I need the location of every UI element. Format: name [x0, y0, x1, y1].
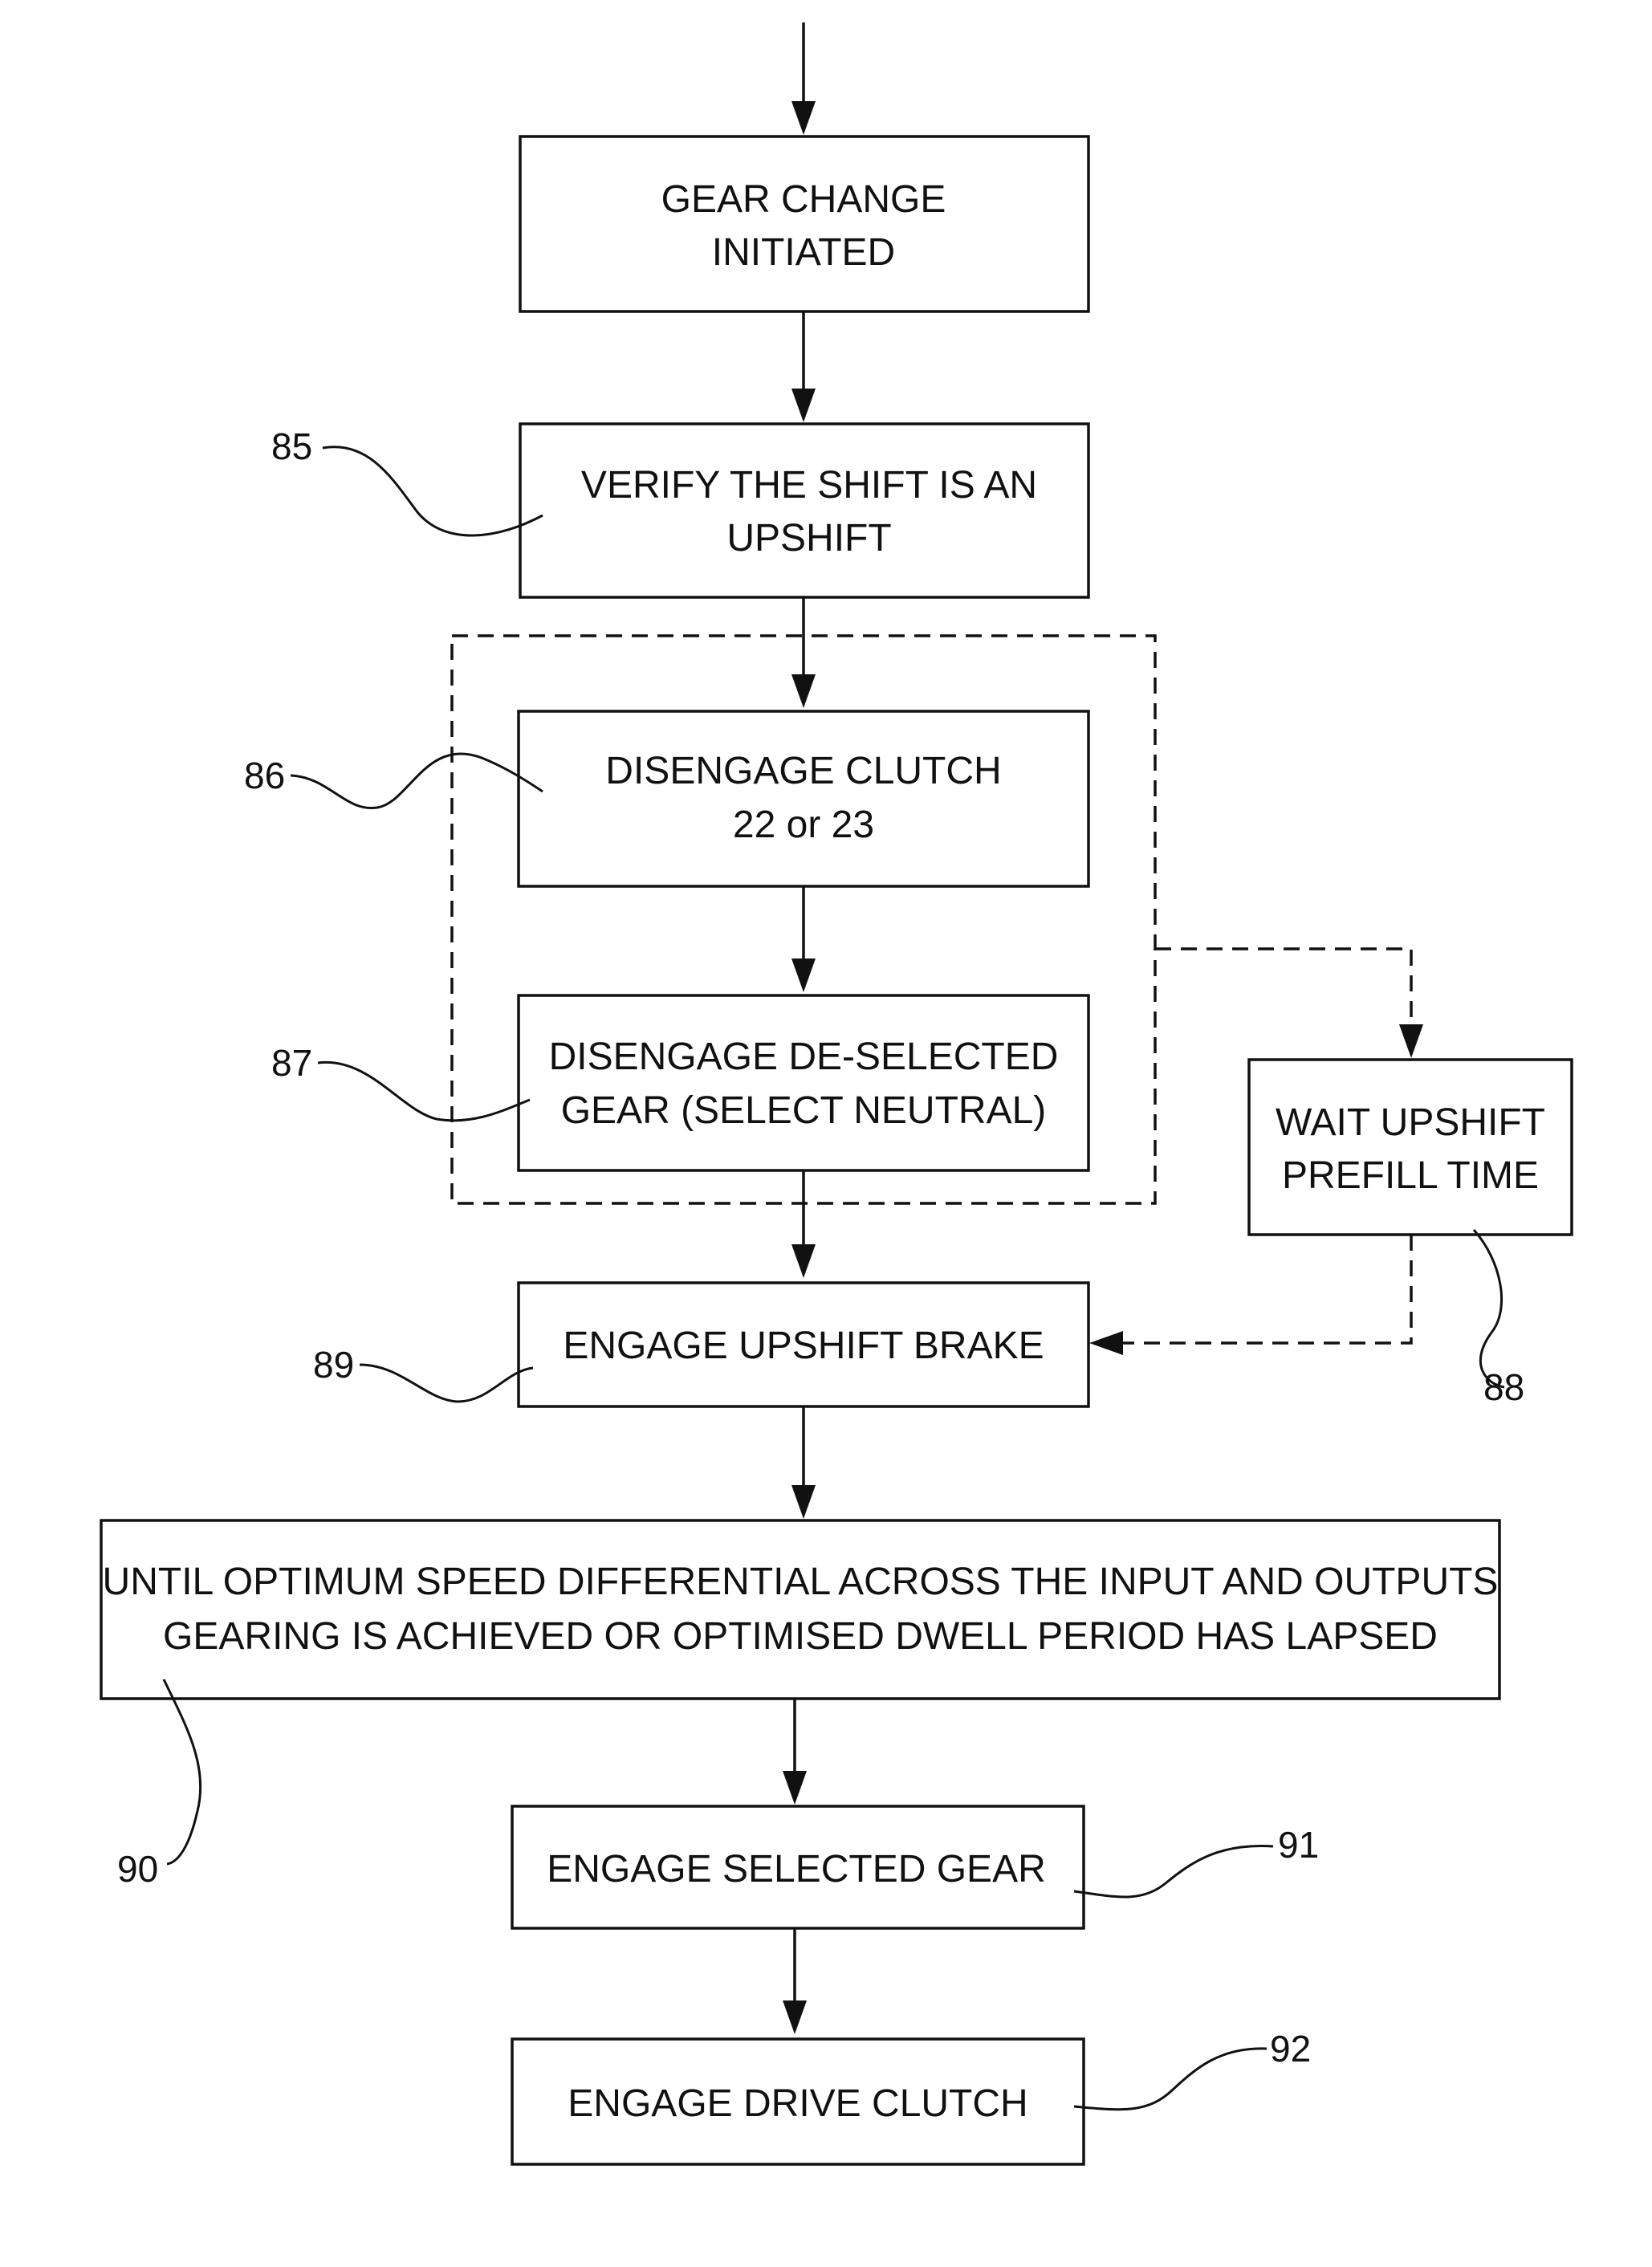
- arrow-clutch-to-gear-head: [791, 958, 816, 992]
- leader-88: [1474, 1230, 1504, 1387]
- leader-86: [291, 754, 543, 808]
- ref-88-label: 88: [1483, 1366, 1524, 1408]
- wait-to-brake-head: [1089, 1331, 1123, 1355]
- arrow-verify-to-clutch-head: [791, 674, 816, 708]
- box-verify-upshift-line-1: VERIFY THE SHIFT IS AN: [581, 464, 1037, 507]
- wait-to-brake-line: [1120, 1235, 1411, 1343]
- arrow-selected-gear-to-drive-head: [783, 2000, 807, 2034]
- box-wait-prefill: WAIT UPSHIFT PREFILL TIME: [1249, 1060, 1572, 1235]
- box-disengage-clutch-line-1: DISENGAGE CLUTCH: [605, 750, 1001, 792]
- box-engage-drive-clutch: ENGAGE DRIVE CLUTCH: [512, 2039, 1084, 2164]
- arrow-gear-change-to-verify-head: [791, 389, 816, 422]
- box-wait-prefill-line-2: PREFILL TIME: [1282, 1154, 1539, 1197]
- box-gear-change-line-2: INITIATED: [712, 231, 895, 274]
- box-disengage-gear-line-2: GEAR (SELECT NEUTRAL): [561, 1089, 1047, 1132]
- branch-to-wait-line: [1155, 949, 1411, 1026]
- leader-87: [318, 1062, 530, 1120]
- leader-92: [1074, 2049, 1267, 2110]
- box-engage-drive-clutch-line-1: ENGAGE DRIVE CLUTCH: [568, 2082, 1027, 2125]
- ref-91-label: 91: [1278, 1824, 1319, 1866]
- arrow-optimum-to-selected-gear-head: [783, 1771, 807, 1805]
- leader-91: [1074, 1846, 1273, 1897]
- box-gear-change-line-1: GEAR CHANGE: [661, 178, 946, 221]
- box-disengage-gear-line-1: DISENGAGE DE-SELECTED: [549, 1036, 1059, 1078]
- box-until-optimum: UNTIL OPTIMUM SPEED DIFFERENTIAL ACROSS …: [101, 1520, 1499, 1699]
- ref-85-label: 85: [271, 425, 312, 467]
- leader-85: [323, 447, 543, 535]
- box-gear-change: GEAR CHANGE INITIATED: [520, 136, 1088, 311]
- box-until-optimum-line-1: UNTIL OPTIMUM SPEED DIFFERENTIAL ACROSS …: [103, 1561, 1499, 1603]
- box-disengage-clutch-line-2: 22 or 23: [733, 804, 874, 846]
- box-verify-upshift-line-2: UPSHIFT: [726, 517, 891, 560]
- box-engage-selected-gear: ENGAGE SELECTED GEAR: [512, 1806, 1084, 1928]
- box-engage-brake-line-1: ENGAGE UPSHIFT BRAKE: [563, 1325, 1044, 1367]
- box-until-optimum-line-2: GEARING IS ACHIEVED OR OPTIMISED DWELL P…: [163, 1615, 1438, 1658]
- box-disengage-gear: DISENGAGE DE-SELECTED GEAR (SELECT NEUTR…: [519, 995, 1088, 1170]
- box-wait-prefill-line-1: WAIT UPSHIFT: [1276, 1101, 1545, 1144]
- box-engage-selected-gear-line-1: ENGAGE SELECTED GEAR: [547, 1848, 1046, 1891]
- ref-89-label: 89: [313, 1344, 354, 1386]
- ref-92-label: 92: [1270, 2028, 1311, 2070]
- box-verify-upshift: VERIFY THE SHIFT IS AN UPSHIFT: [520, 424, 1088, 597]
- arrow-brake-to-optimum-head: [791, 1485, 816, 1519]
- leader-89: [360, 1365, 533, 1402]
- branch-to-wait-head: [1399, 1024, 1423, 1058]
- ref-86-label: 86: [244, 755, 285, 796]
- box-disengage-clutch: DISENGAGE CLUTCH 22 or 23: [519, 711, 1088, 886]
- arrow-gear-to-brake-head: [791, 1244, 816, 1278]
- leader-90: [164, 1679, 201, 1864]
- ref-90-label: 90: [117, 1848, 158, 1890]
- box-engage-brake: ENGAGE UPSHIFT BRAKE: [519, 1283, 1088, 1406]
- ref-87-label: 87: [271, 1042, 312, 1084]
- entry-arrowhead: [791, 101, 816, 135]
